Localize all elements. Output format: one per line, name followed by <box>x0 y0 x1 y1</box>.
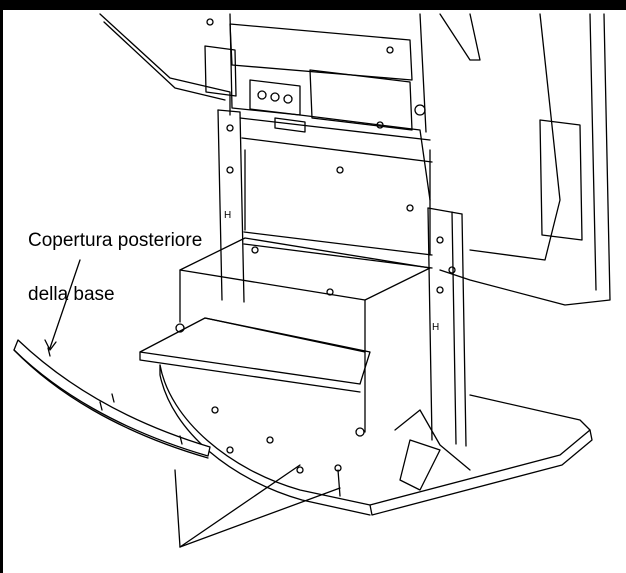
svg-text:H: H <box>224 210 231 221</box>
rear-cover-label-line2: della base <box>28 284 115 305</box>
right-post: H <box>427 207 467 447</box>
rear-cover-label: Copertura posteriore della base <box>28 200 202 335</box>
connector-panel <box>249 79 306 133</box>
header-rule <box>0 0 626 10</box>
svg-text:H: H <box>432 322 439 333</box>
left-rule <box>0 0 3 573</box>
callout-arrow <box>44 339 57 351</box>
base-plate <box>159 364 593 516</box>
left-post: H <box>217 109 245 303</box>
rear-cover-part-icon <box>13 339 211 459</box>
rear-cover-label-line1: Copertura posteriore <box>28 230 203 251</box>
shelf-tray <box>139 237 431 437</box>
screw-pointer-icon <box>174 464 342 548</box>
callout-leader <box>49 259 81 349</box>
stand-frame <box>239 117 433 296</box>
